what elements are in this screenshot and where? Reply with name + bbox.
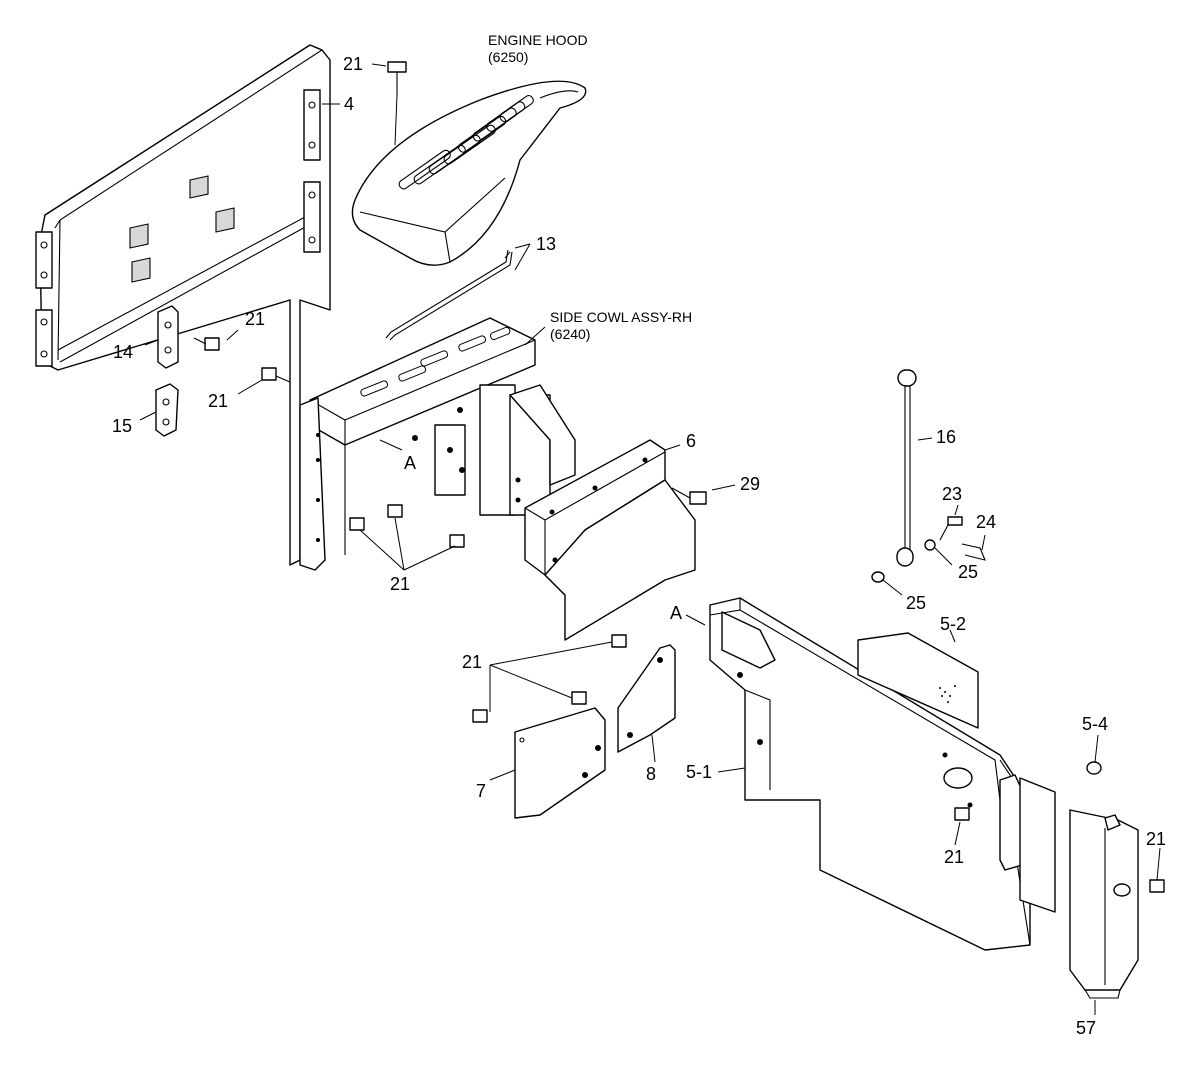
callout-21: 21 xyxy=(343,54,363,74)
bracket-part-15 xyxy=(155,383,179,437)
callout-5-4: 5-4 xyxy=(1082,714,1108,734)
engine-hood-ref: (6250) xyxy=(488,49,528,65)
callout-24: 24 xyxy=(976,512,996,532)
callout-14: 14 xyxy=(113,342,133,362)
callout-4: 4 xyxy=(344,94,354,114)
side-cowl-assy xyxy=(299,317,576,571)
callout-15: 15 xyxy=(112,416,132,436)
side-panel-part-5-1 xyxy=(709,597,1031,951)
foam-part-5-2 xyxy=(857,632,1056,913)
engine-hood xyxy=(351,80,587,266)
callout-a: A xyxy=(404,453,416,473)
callout-5-2: 5-2 xyxy=(940,614,966,634)
panel-part-4 xyxy=(35,44,331,566)
bracket-part-14 xyxy=(157,305,179,369)
plate-part-8 xyxy=(617,644,676,753)
callout-21: 21 xyxy=(944,847,964,867)
callout-21: 21 xyxy=(245,309,265,329)
callout-21: 21 xyxy=(1146,829,1166,849)
callout-7: 7 xyxy=(476,781,486,801)
callout-8: 8 xyxy=(646,764,656,784)
callout-16: 16 xyxy=(936,427,956,447)
callout-29: 29 xyxy=(740,474,760,494)
callout-21: 21 xyxy=(390,574,410,594)
leader-lines xyxy=(139,63,1161,1015)
side-cowl-ref: (6240) xyxy=(550,326,590,342)
callout-23: 23 xyxy=(942,484,962,504)
callout-6: 6 xyxy=(686,431,696,451)
callout-57: 57 xyxy=(1076,1018,1096,1038)
bracket-part-57 xyxy=(1069,809,1139,999)
plate-part-6 xyxy=(524,439,696,641)
engine-hood-caption: ENGINE HOOD xyxy=(488,32,588,48)
panel-pads xyxy=(129,175,235,283)
callout-21: 21 xyxy=(462,652,482,672)
hardware xyxy=(193,61,1165,893)
callout-5-1: 5-1 xyxy=(686,762,712,782)
callout-25: 25 xyxy=(906,593,926,613)
rod-part-16 xyxy=(896,369,917,567)
callout-21: 21 xyxy=(208,391,228,411)
plate-part-7 xyxy=(514,707,606,819)
side-cowl-caption: SIDE COWL ASSY-RH xyxy=(550,309,692,325)
callout-25: 25 xyxy=(958,562,978,582)
callout-13: 13 xyxy=(536,234,556,254)
callout-a: A xyxy=(670,603,682,623)
